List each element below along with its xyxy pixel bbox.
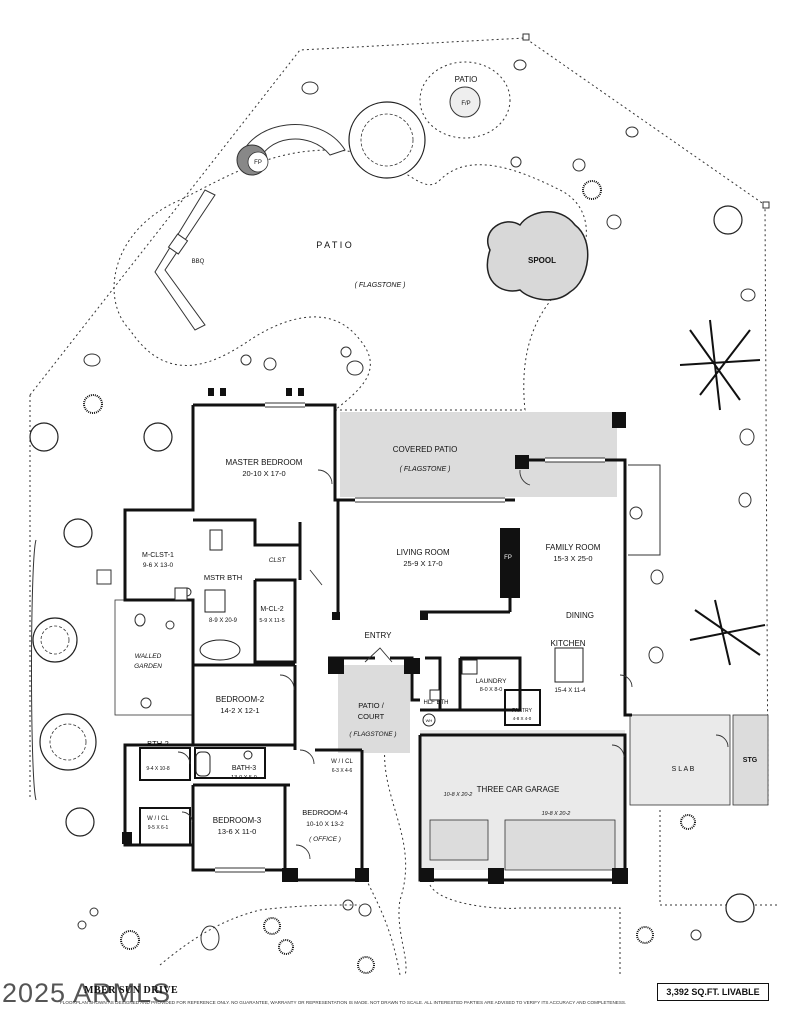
columns <box>122 388 628 884</box>
label-hlf-bth: HLF BTH <box>423 700 448 706</box>
label-pantry-dim: 4-8 X 4-0 <box>513 716 532 721</box>
landscape-rocks <box>77 59 756 951</box>
fixtures <box>174 529 584 777</box>
label-wh: WH <box>426 718 433 723</box>
label-fp-left: FP <box>254 160 262 166</box>
upper-patio <box>419 61 511 139</box>
label-bath-3: BATH-3 <box>232 765 256 772</box>
label-garage-dim-2: 19-8 X 20-2 <box>542 811 571 817</box>
label-mstr-bth: MSTR BTH <box>204 573 242 582</box>
label-bedroom-4-dim: 10-10 X 13-2 <box>306 821 344 828</box>
covered-patio <box>340 412 617 497</box>
slab <box>629 714 731 806</box>
label-wcl-1: W / I CL <box>331 759 353 765</box>
label-laundry: LAUNDRY <box>476 678 508 685</box>
label-wcl-2: W / I CL <box>147 816 169 822</box>
label-walled-garden-2: GARDEN <box>134 663 162 670</box>
front-walk <box>384 744 407 976</box>
label-m-clst-1-dim: 9-6 X 13-0 <box>143 562 174 569</box>
curved-bench <box>239 124 346 166</box>
label-covered-patio: COVERED PATIO <box>393 445 458 454</box>
label-mstr-bth-dim: 8-9 X 20-9 <box>209 618 238 624</box>
bbq-wall <box>154 189 216 331</box>
label-wcl-2-dim: 9-5 X 6-1 <box>148 825 169 831</box>
label-master-bedroom: MASTER BEDROOM <box>226 458 303 467</box>
label-patio-court-2: COURT <box>358 712 385 721</box>
label-bedroom-2-dim: 14-2 X 12-1 <box>220 706 259 715</box>
door-swings <box>177 469 729 860</box>
label-bedroom-3: BEDROOM-3 <box>213 816 262 825</box>
windows <box>215 402 605 873</box>
label-living-room-dim: 25-9 X 17-0 <box>403 559 442 568</box>
patio-court <box>338 665 410 753</box>
street-address: MBER SUN DRIVE <box>84 985 179 996</box>
disclaimer-text: FLOORPLAN SHOWN AS DESIGNED AND PROVIDED… <box>60 1000 627 1005</box>
label-kitchen-dim: 15-4 X 11-4 <box>555 688 587 694</box>
label-patio-court-1: PATIO / <box>358 701 384 710</box>
label-walled-garden-1: WALLED <box>135 653 162 660</box>
label-bath-3-dim: 13-0 X 5-0 <box>231 775 257 781</box>
landscape-trees <box>29 101 766 974</box>
label-bedroom-2: BEDROOM-2 <box>216 695 265 704</box>
room-labels: PATIO F/P FP P A T I O ( FLAGSTONE ) BBQ… <box>134 75 758 843</box>
label-m-cl-2-dim: 5-9 X 11-5 <box>259 618 284 624</box>
fire-pit-top <box>449 86 481 118</box>
label-bedroom-3-dim: 13-6 X 11-0 <box>218 827 257 836</box>
label-kitchen: KITCHEN <box>550 639 585 648</box>
label-garage-dim-1: 10-8 X 20-2 <box>444 792 473 798</box>
label-pantry: PANTRY <box>512 708 532 714</box>
label-master-bedroom-dim: 20-10 X 17-0 <box>242 469 285 478</box>
label-wcl-1-dim: 6-3 X 4-6 <box>332 768 353 774</box>
label-slab: S L A B <box>672 766 695 773</box>
label-fp-living: FP <box>504 555 512 561</box>
livable-sqft-box: 3,392 SQ.FT. LIVABLE <box>657 983 769 1001</box>
label-bth-2: BTH-2 <box>147 739 169 748</box>
label-patio-main: P A T I O <box>316 240 352 250</box>
label-family-room-dim: 15-3 X 25-0 <box>553 554 592 563</box>
label-bth-2-dim: 9-4 X 10-8 <box>146 766 170 772</box>
main-patio-outline <box>113 149 587 411</box>
label-stg: STG <box>743 757 758 764</box>
label-m-clst-1: M-CLST-1 <box>142 552 174 559</box>
label-office: ( OFFICE ) <box>309 836 341 843</box>
label-three-car-garage: THREE CAR GARAGE <box>477 785 560 794</box>
label-dining: DINING <box>566 611 594 620</box>
label-flagstone-main: ( FLAGSTONE ) <box>355 282 406 289</box>
label-patio-top: PATIO <box>455 75 478 84</box>
label-family-room: FAMILY ROOM <box>546 543 601 552</box>
label-laundry-dim: 8-0 X 8-0 <box>480 687 503 693</box>
label-covered-patio-flag: ( FLAGSTONE ) <box>400 466 451 473</box>
label-patio-court-flag: ( FLAGSTONE ) <box>349 731 396 738</box>
label-fp-top: F/P <box>461 101 470 107</box>
spool <box>486 211 589 301</box>
label-bbq: BBQ <box>192 259 205 265</box>
label-living-room: LIVING ROOM <box>396 548 450 557</box>
label-clst: CLST <box>269 557 287 564</box>
copyright-watermark: 2025 ARMLS <box>2 978 172 1008</box>
label-m-cl-2: M-CL-2 <box>260 606 283 613</box>
label-entry: ENTRY <box>365 631 393 640</box>
storage <box>732 714 769 806</box>
house-walls <box>123 403 632 882</box>
label-bedroom-4: BEDROOM-4 <box>302 808 347 817</box>
label-spool: SPOOL <box>528 256 556 265</box>
